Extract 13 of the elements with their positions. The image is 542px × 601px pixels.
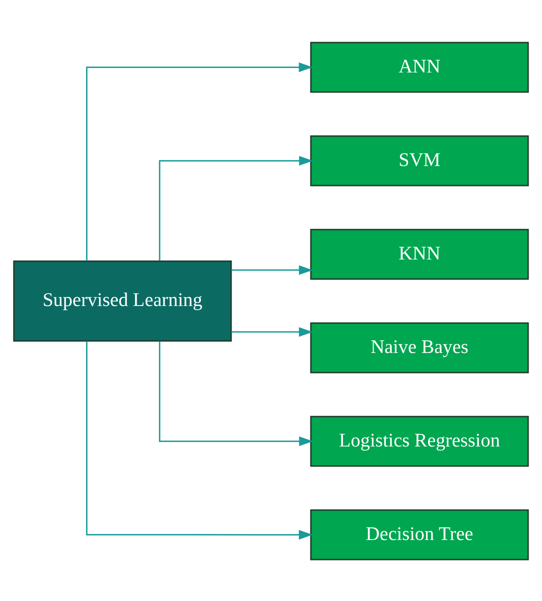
node-box: ANN	[310, 41, 529, 92]
node-box: Naive Bayes	[310, 322, 529, 373]
arrow	[158, 340, 313, 446]
arrow	[231, 326, 313, 336]
node-box: Decision Tree	[310, 508, 529, 560]
arrow	[86, 62, 313, 260]
arrow	[86, 340, 313, 540]
arrow	[231, 264, 313, 274]
node-box: KNN	[310, 228, 529, 280]
node-box: Logistics Regression	[310, 415, 529, 466]
node-box: Supervised Learning	[13, 260, 232, 342]
arrow	[158, 155, 313, 260]
node-box: SVM	[310, 134, 529, 186]
